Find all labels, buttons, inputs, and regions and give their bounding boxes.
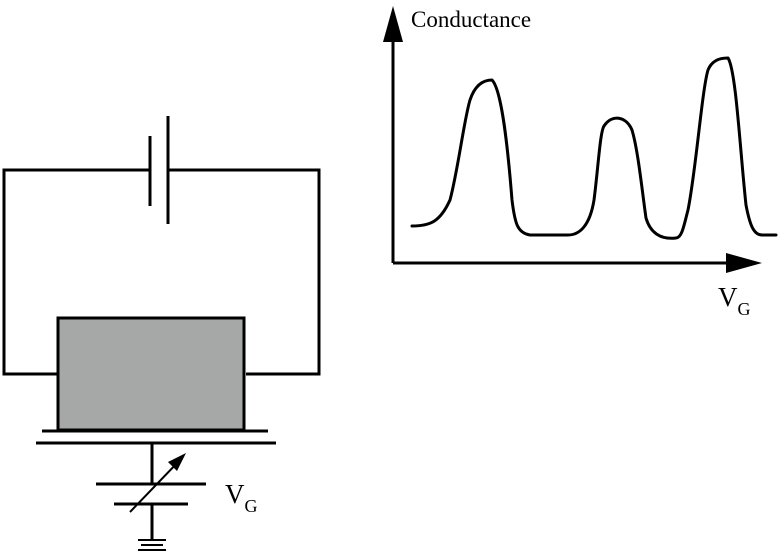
- gate-voltage-label-main: V: [225, 479, 245, 509]
- x-axis-label-main: V: [718, 282, 738, 312]
- y-axis-label: Conductance: [411, 7, 531, 32]
- source-battery-icon: [148, 116, 170, 224]
- ground-icon: [138, 539, 166, 551]
- y-axis-arrow-icon: [383, 6, 403, 42]
- conductance-graph: Conductance VG: [383, 6, 778, 319]
- conductance-curve: [410, 56, 778, 240]
- device-block: [56, 316, 246, 432]
- right-wire: [168, 168, 321, 376]
- circuit-diagram: VG: [2, 116, 321, 551]
- left-wire: [2, 168, 150, 376]
- gate-voltage-label-sub: G: [245, 496, 258, 516]
- x-axis-label-sub: G: [738, 299, 751, 319]
- x-axis-arrow-icon: [726, 253, 762, 273]
- x-axis-label: VG: [718, 282, 751, 319]
- gate-voltage-label: VG: [225, 479, 258, 516]
